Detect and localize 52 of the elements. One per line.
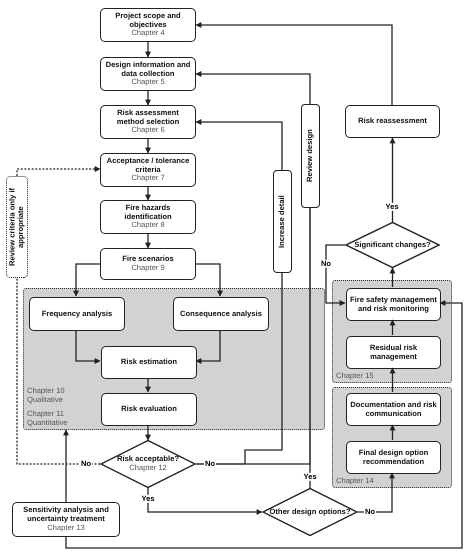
- arrow: [325, 244, 346, 306]
- arrow: [75, 330, 101, 364]
- decision-diamond: [100, 440, 196, 488]
- arrow: [73, 263, 100, 297]
- arrow: [65, 300, 463, 549]
- arrow: [195, 330, 221, 364]
- arrow: [63, 429, 69, 502]
- arrow: [195, 119, 283, 170]
- connector-line: [16, 278, 100, 465]
- arrow: [390, 137, 396, 222]
- process-box: [346, 336, 441, 369]
- arrow: [195, 71, 311, 104]
- process-box: [100, 200, 196, 234]
- arrow: [16, 166, 101, 176]
- process-box: [301, 104, 320, 208]
- arrow: [390, 267, 396, 287]
- process-box: [100, 153, 196, 187]
- decision-diamond: [345, 222, 440, 268]
- arrow: [145, 234, 151, 249]
- arrow: [390, 319, 396, 335]
- group-panel: [23, 288, 325, 430]
- decision-diamond: [262, 488, 358, 536]
- process-box: [346, 393, 441, 426]
- process-box: [346, 441, 441, 474]
- note-box: [6, 176, 28, 278]
- process-box: [101, 393, 197, 426]
- arrow: [145, 42, 151, 58]
- arrow: [145, 187, 151, 201]
- process-box: [345, 105, 440, 138]
- arrow: [145, 91, 151, 106]
- group-panel: [332, 387, 452, 488]
- arrow: [358, 472, 395, 513]
- arrow: [145, 425, 151, 441]
- process-box: [273, 170, 292, 273]
- process-box: [173, 297, 269, 331]
- connector-line: [309, 208, 311, 488]
- process-box: [29, 297, 125, 331]
- arrow: [196, 263, 223, 297]
- group-panel: [332, 280, 452, 383]
- process-box: [100, 105, 196, 139]
- arrow: [145, 378, 151, 393]
- process-box: [346, 288, 441, 321]
- arrow: [147, 488, 263, 515]
- arrow: [390, 367, 396, 392]
- process-box: [100, 57, 196, 91]
- arrow: [390, 424, 396, 440]
- arrow: [145, 139, 151, 154]
- process-box: [101, 346, 197, 379]
- arrow: [195, 22, 393, 105]
- process-box: [100, 248, 196, 280]
- process-box: [12, 502, 120, 537]
- process-box: [100, 8, 196, 42]
